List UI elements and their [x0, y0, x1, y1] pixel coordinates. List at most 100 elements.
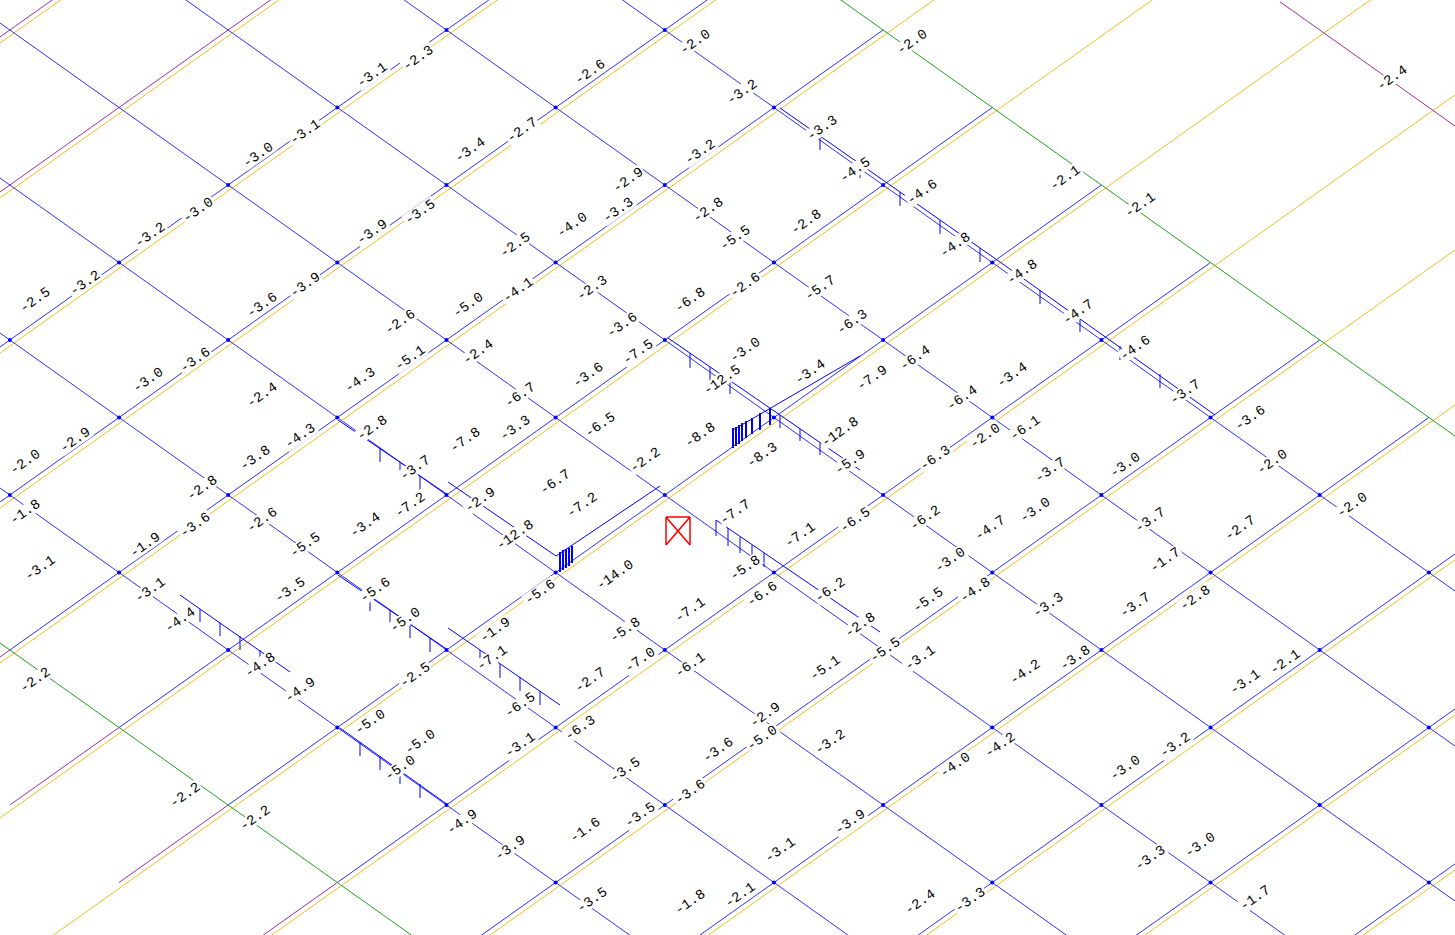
- value-label: -6.5: [581, 409, 618, 441]
- value-label: -3.1: [1226, 666, 1263, 698]
- grid-node: [335, 106, 339, 110]
- grid-node: [1099, 338, 1103, 342]
- wall-line: [10, 728, 119, 806]
- value-label: -5.0: [351, 706, 388, 738]
- value-label: -2.0: [676, 26, 713, 58]
- beam-line: [0, 870, 1455, 935]
- grid-node: [990, 416, 994, 420]
- value-label: -2.3: [399, 42, 436, 74]
- grid-node: [663, 803, 667, 807]
- value-label: -3.0: [726, 334, 763, 366]
- grid-node: [226, 648, 230, 652]
- grid-node: [881, 803, 885, 807]
- value-label: -3.6: [699, 734, 736, 766]
- value-label: -6.5: [501, 689, 538, 721]
- value-label: -3.1: [131, 574, 168, 606]
- moment-diagrams: [180, 108, 1215, 805]
- value-label: -7.9: [853, 362, 890, 394]
- grid-node: [1209, 726, 1213, 730]
- value-label: -2.6: [243, 504, 280, 536]
- grid-node: [1099, 493, 1103, 497]
- value-label: -2.5: [16, 284, 53, 316]
- value-label: -3.2: [131, 219, 168, 251]
- beam-line: [0, 0, 1455, 818]
- grid-node: [881, 183, 885, 187]
- value-label: -4.4: [161, 604, 198, 636]
- grid-node: [444, 338, 448, 342]
- value-label: -3.9: [491, 832, 528, 864]
- value-label: -2.0: [1333, 489, 1370, 521]
- value-label: -4.5: [836, 154, 873, 186]
- value-label: -3.4: [791, 356, 828, 388]
- value-label: -5.5: [716, 222, 753, 254]
- value-label: -3.8: [1056, 642, 1093, 674]
- value-label: -4.8: [956, 574, 993, 606]
- value-label: -6.8: [671, 284, 708, 316]
- value-label: -5.5: [286, 529, 323, 561]
- beam-line: [0, 0, 1455, 663]
- wall-line: [0, 0, 337, 263]
- value-label: -4.6: [1116, 332, 1153, 364]
- value-label: -5.5: [866, 634, 903, 666]
- grid-node: [444, 183, 448, 187]
- grid-node: [117, 261, 121, 265]
- value-label: -3.7: [1166, 376, 1203, 408]
- value-label: -4.8: [1003, 256, 1040, 288]
- value-label: -3.3: [1131, 842, 1168, 874]
- value-label: -3.9: [353, 216, 390, 248]
- value-label: -2.0: [1253, 446, 1290, 478]
- grid-node: [1099, 648, 1103, 652]
- diagram-hatch: [560, 546, 572, 572]
- grid-node: [772, 261, 776, 265]
- value-label: -3.6: [671, 776, 708, 808]
- value-label: -5.9: [831, 446, 868, 478]
- grid-node: [990, 571, 994, 575]
- value-label: -5.0: [381, 752, 418, 784]
- value-label: -1.8: [671, 886, 708, 918]
- value-label: -2.5: [396, 659, 433, 691]
- value-label: -3.4: [993, 359, 1030, 391]
- grid-node: [1209, 571, 1213, 575]
- grid-node: [1099, 803, 1103, 807]
- value-label: -7.1: [671, 594, 708, 626]
- value-label: -3.2: [1156, 729, 1193, 761]
- value-label: -3.0: [1106, 752, 1143, 784]
- beam-line: [0, 95, 1455, 935]
- beam-line: [0, 250, 1455, 935]
- diagram-line: [448, 482, 660, 556]
- value-label: -2.0: [893, 26, 930, 58]
- value-label: -4.2: [981, 729, 1018, 761]
- support-symbol: [666, 517, 690, 545]
- value-label: -3.6: [1231, 402, 1268, 434]
- value-label: -3.6: [176, 344, 213, 376]
- value-label: -6.1: [1006, 412, 1043, 444]
- value-label: -2.2: [166, 779, 203, 811]
- value-label: -2.0: [6, 446, 43, 478]
- grid-node: [990, 261, 994, 265]
- grid-node: [554, 881, 558, 885]
- value-label: -1.9: [126, 529, 163, 561]
- value-label: -2.4: [459, 336, 496, 368]
- value-label: -3.1: [761, 834, 798, 866]
- grid-node: [881, 493, 885, 497]
- value-label: -3.4: [346, 509, 383, 541]
- value-label: -3.9: [831, 806, 868, 838]
- value-label: -2.8: [787, 206, 824, 238]
- value-label: -2.8: [841, 609, 878, 641]
- value-label: -3.5: [621, 799, 658, 831]
- value-label: -7.1: [473, 642, 510, 674]
- value-label: -3.7: [1116, 589, 1153, 621]
- value-label: -12.8: [493, 517, 537, 554]
- value-label: -2.2: [626, 444, 663, 476]
- value-label: -3.6: [176, 509, 213, 541]
- grid-node: [8, 338, 12, 342]
- value-label: -4.3: [281, 420, 318, 452]
- grid-node: [990, 726, 994, 730]
- value-label: -6.4: [896, 342, 933, 374]
- value-label: -3.7: [1031, 454, 1068, 486]
- grid-line: [0, 333, 1455, 935]
- value-label: -5.0: [743, 722, 780, 754]
- value-label: -3.1: [501, 729, 538, 761]
